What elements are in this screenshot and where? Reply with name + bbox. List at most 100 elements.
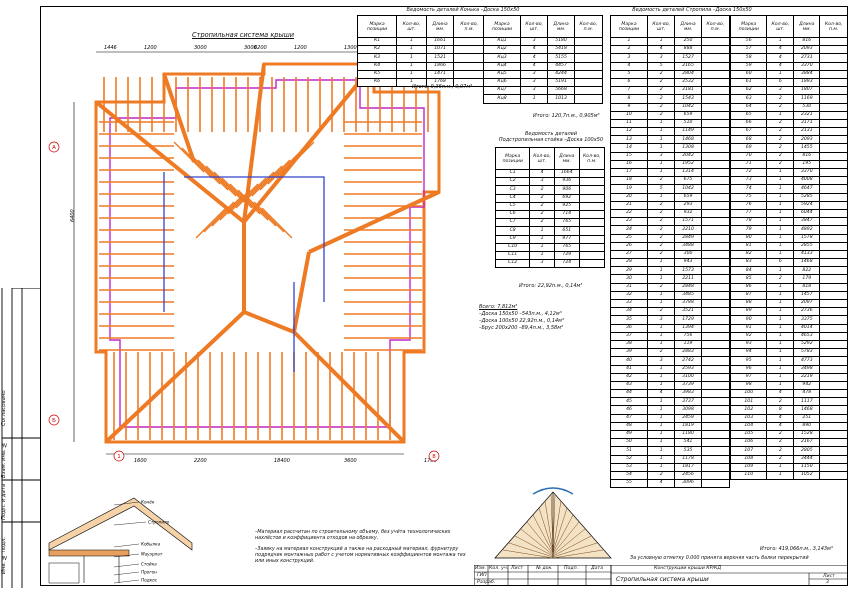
cell-mark: 36 [609, 323, 649, 333]
cell-len: 5191 [547, 77, 575, 88]
cell-qty: 3 [647, 53, 676, 63]
cell-len: 888 [674, 45, 702, 55]
table-strop-col1: Марка позиции Кол-во, шт. Длина мм. Кол-… [609, 15, 731, 489]
roof-framing-plan: 1446120030003000120013001600160022001840… [48, 45, 441, 462]
cell-qty: 2 [647, 249, 676, 260]
roof-outline [94, 62, 441, 444]
cell-mark: 86 [729, 282, 768, 292]
cell-qty: 1 [766, 298, 795, 309]
cell-lin [700, 307, 731, 317]
axis-label: 8 [432, 454, 436, 460]
jack-rafter [253, 201, 285, 233]
jack-rafter [237, 189, 269, 221]
cell-lin [819, 135, 848, 145]
totals-line: –Брус 200х200 –89,4п.м., 3,58м³ [479, 325, 563, 331]
cell-lin [819, 462, 848, 472]
cell-len: 3096 [674, 479, 702, 489]
cell-mark: 19 [609, 184, 649, 194]
col-lin: Кол-во, п.м. [573, 15, 604, 38]
cell-mark: 49 [609, 429, 649, 440]
hip-rafter [94, 100, 246, 224]
cell-len: 2848 [674, 282, 702, 292]
cell-qty: 4 [766, 61, 795, 71]
cell-qty: 2 [529, 218, 555, 228]
cell-lin [700, 217, 731, 227]
cell-lin [700, 462, 731, 472]
cell-qty: 3 [520, 86, 549, 96]
leader-line [113, 553, 140, 558]
cell-qty: 1 [647, 118, 676, 129]
cell-len: 2210 [674, 225, 702, 235]
cell-lin [700, 282, 731, 292]
cell-lin [819, 454, 848, 464]
cell-len: 6044 [793, 208, 821, 219]
cell-mark: 60 [729, 69, 768, 79]
cell-lin [700, 274, 731, 284]
cell-mark: 57 [729, 45, 768, 55]
cell-len: 932 [674, 208, 702, 219]
cell-len: 890 [793, 421, 821, 432]
cell-qty: 1 [766, 110, 795, 120]
cell-lin [819, 159, 848, 170]
cell-mark: 75 [729, 192, 768, 202]
cell-mark: 91 [729, 323, 768, 333]
leader-line [113, 501, 140, 506]
cell-qty: 2 [647, 208, 676, 219]
cell-qty: 2 [647, 241, 676, 251]
cell-lin [819, 69, 848, 79]
cell-qty: 1 [766, 266, 795, 276]
cell-qty: 2 [766, 151, 795, 161]
cell-lin [819, 266, 848, 276]
cell-lin [700, 298, 731, 309]
cell-lin [700, 167, 731, 178]
cell-len: 659 [674, 110, 702, 120]
cell-qty: 1 [647, 266, 676, 276]
cell-len: 2742 [674, 356, 702, 366]
cell-len: 4014 [793, 323, 821, 333]
cell-len: 906 [553, 185, 580, 195]
batten [552, 514, 574, 554]
cell-mark: 101 [729, 397, 768, 407]
cell-qty: 2 [647, 94, 676, 104]
cell-len: 942 [793, 380, 821, 391]
cell-lin [700, 69, 731, 79]
cell-len: 1528 [793, 429, 821, 440]
cell-len: 1468 [793, 405, 821, 415]
cell-lin [819, 331, 848, 341]
cell-mark: 73 [729, 176, 768, 186]
cell-qty: 1 [766, 282, 795, 292]
cell-qty: 1 [647, 438, 676, 448]
cell-qty: 6 [766, 77, 795, 88]
cell-len: 1013 [547, 94, 575, 104]
cell-len: 3485 [674, 290, 702, 301]
cell-len: 5285 [793, 192, 821, 202]
cell-lin [700, 290, 731, 301]
batten [532, 514, 554, 554]
cell-qty: 2 [647, 307, 676, 317]
cell-qty: 1 [766, 470, 795, 481]
cell-mark: 95 [729, 356, 768, 366]
detail-label: Стропило [148, 520, 170, 525]
stamp-title: Стропильная система крыши [616, 576, 709, 583]
cell-len: 293 [674, 200, 702, 210]
cell-lin [700, 200, 731, 210]
cell-mark: С4 [494, 193, 531, 203]
